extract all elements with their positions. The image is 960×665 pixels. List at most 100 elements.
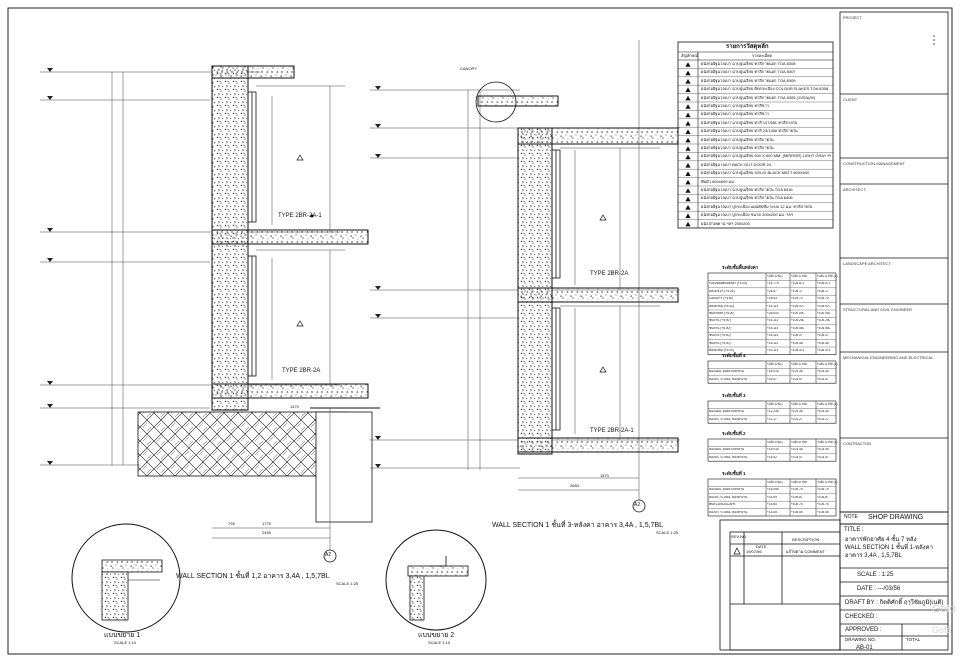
- level-row-value: +103.27: [817, 417, 829, 421]
- level-row-name: ห้องนอน, ห้องน้ำแยกส่วน: [709, 448, 744, 452]
- title-block-frame: [719, 11, 949, 651]
- material-symbol-icon: [685, 70, 691, 76]
- level-row-value: +108.17: [791, 289, 803, 293]
- watermark-text: Goto: [932, 603, 956, 615]
- checked-field: CHECKED :: [845, 614, 878, 620]
- level-row-name: ห้องน้ำ, ระเบียง, ห้องทำงาน: [709, 417, 748, 421]
- material-row-text: ผนังก่ออิฐมวลเบา ปูกระเบื้อง แผ่นยิปซั่ม…: [701, 204, 813, 209]
- level-row-value: +15.115: [767, 334, 779, 338]
- level-row-value: +108.17: [817, 289, 829, 293]
- level-row-value: +103.57: [791, 455, 803, 459]
- draft-by-field: DRAFT BY : กิตติศักดิ์ ฤๅวีชัยภูมิ(เนติ): [845, 600, 944, 606]
- material-symbol-icon: [685, 137, 691, 143]
- level-row-value: +105.970: [817, 304, 831, 308]
- drawing-no-label: DRAWING NO.: [845, 637, 876, 642]
- level-group-title: ระดับชั้นที่ 1: [722, 471, 746, 476]
- level-row-value: +14.55: [767, 510, 777, 514]
- level-header: ระดับ L/S(L): [767, 402, 784, 406]
- material-row-text: ผนังก่ออิฐมวลเบา ฉาบปูนเรียบ ทาสีภายใน: [701, 146, 774, 150]
- material-symbol-icon: [685, 62, 691, 67]
- material-row-text: ผนัง ฝ้าเพดาน ฯลฯ 200x200: [701, 221, 750, 226]
- level-row-name: ห้องนอน, ห้องน้ำแยกส่วน: [709, 370, 744, 374]
- material-row-text: ผนังก่ออิฐมวลเบา ฉาบปูนเรียบ ทาสีภายใน T…: [701, 196, 793, 201]
- level-header: ระดับ ม.รทก.(L): [817, 480, 838, 484]
- wall-section-left: [40, 65, 380, 563]
- level-header: ระดับ L/S(L): [767, 480, 784, 484]
- level-table-frame: [707, 272, 837, 355]
- level-header: ระดับ ม.รทก.(L): [817, 440, 838, 444]
- canopy-label: CANOPY: [460, 66, 477, 71]
- level-row-value: +15.115: [767, 326, 779, 330]
- level-row-value: +105.250: [817, 319, 831, 323]
- material-symbol-icon: [685, 205, 691, 210]
- level-row-name: หลังคาเบา (+4.25): [709, 289, 735, 293]
- material-row-text: ผนังก่ออิฐมวลเบา ฉาบปูนเรียบ ทาสีภายนอก …: [701, 95, 816, 100]
- detail1-scale: SCALE 1:10: [114, 640, 137, 645]
- type-label: TYPE 2BR-2A-1: [590, 428, 634, 434]
- section1-title: WALL SECTION 1 ชั้นที่ 1,2 อาคาร 3,4A , …: [176, 573, 330, 580]
- material-symbol-icon: [685, 146, 691, 151]
- material-symbol-icon: [685, 87, 691, 92]
- title-label: TITLE :: [844, 527, 864, 533]
- level-row-value: +105.70: [817, 297, 829, 301]
- level-header: ระดับ L/S(L): [767, 440, 784, 444]
- material-row-text: ผนังก่ออิฐมวลเบา ฉาบปูนเรียบ SOLID BLACK…: [701, 171, 810, 176]
- dim-label: 2455: [262, 530, 271, 535]
- level-row-value: +105.673: [817, 282, 831, 286]
- dim-label: 1470: [600, 473, 609, 478]
- level-row-value: +105.75: [817, 503, 829, 507]
- detail2-title: แบบขยาย 2: [418, 632, 455, 639]
- dim-label: 795: [228, 521, 235, 526]
- level-group-title: ระดับชั้นพื้นหลังคา: [722, 265, 759, 270]
- level-row-value: +105.70: [791, 297, 803, 301]
- level-row-value: +15.115: [767, 304, 779, 308]
- level-row-value: +15.47: [767, 377, 777, 381]
- level-row-name: ห้องน้ำ, ระเบียง, ห้องทำงาน: [709, 455, 748, 459]
- level-header: ระดับ ม.รทก.: [791, 362, 808, 366]
- level-header: ระดับ ม.รทก.(L): [817, 274, 838, 278]
- level-row-value: +15.015: [767, 370, 779, 374]
- level-row-name: ห้องน้ำ, ระเบียง, ห้องทำงาน: [709, 510, 748, 514]
- level-row-value: +24.53: [767, 297, 777, 301]
- material-row-text: พื้นผิว 600x600 มม.: [701, 179, 735, 184]
- level-row-value: +105.75: [817, 488, 829, 492]
- material-symbol-icon: [685, 112, 691, 118]
- level-row-value: +105.87: [817, 495, 829, 499]
- material-table-rows: [678, 62, 833, 229]
- level-row-value: +24.57: [767, 289, 777, 293]
- material-symbol-icon: [685, 213, 691, 218]
- level-header: ระดับ ม.รทก.: [791, 402, 808, 406]
- level-row-value: +105.550: [791, 326, 805, 330]
- level-row-value: +105.475: [817, 349, 831, 352]
- material-row-text: ผนังก่ออิฐมวลเบา ฉาบปูนเรียบ ทาสีภายนอก …: [701, 70, 796, 75]
- dim-label: 2660: [570, 483, 579, 488]
- level-header: ระดับ ม.รทก.: [791, 480, 808, 484]
- level-row-value: +105.58: [791, 341, 803, 345]
- level-row-value: +105.58: [817, 341, 829, 345]
- level-row-value: +14.775: [767, 282, 779, 286]
- note-label: NOTE: [844, 514, 858, 520]
- level-row-value: +103.35: [791, 370, 803, 374]
- level-table-grid: [707, 272, 837, 517]
- level-group-title: ระดับชั้นที่ 3: [722, 393, 746, 398]
- level-table-frame: [707, 360, 837, 384]
- level-header: ระดับ ม.รทก.(L): [817, 402, 838, 406]
- level-row-name: พื้นที่ LANDSCAPE: [709, 503, 736, 507]
- level-row-value: +15.115: [767, 349, 779, 352]
- level-row-value: +105.75: [791, 488, 803, 492]
- material-row-text: ผนังก่ออิฐมวลเบา ฉาบปูนเรียบ ทาสีขาว: [701, 112, 769, 117]
- level-row-value: +105.07: [817, 334, 829, 338]
- detail2-scale: SCALE 1:10: [428, 640, 451, 645]
- material-row-text: ผนังก่ออิฐมวลเบา ฉาบปูนเรียบ ทาสี 107/55…: [701, 120, 798, 125]
- material-row-text: ผนังก่ออิฐมวลเบา ฉาบปูนเรียบ ทาสี 23/140…: [701, 129, 798, 134]
- level-row-value: +15.65: [767, 503, 777, 507]
- level-row-name: CANOPY (+4.50): [709, 297, 734, 301]
- tb-field: CLIENT: [843, 97, 858, 102]
- material-symbol-icon: [685, 154, 691, 160]
- level-row-name: ระดับหลังพื้นหลังคา (+4.25): [709, 282, 748, 286]
- material-row-text: ผนังก่ออิฐมวลเบา ฉาบปูนเรียบ ทาสีภายนอก …: [701, 78, 796, 83]
- level-row-value: +105.55: [791, 510, 803, 514]
- scale-field: SCALE : 1:25: [857, 572, 894, 578]
